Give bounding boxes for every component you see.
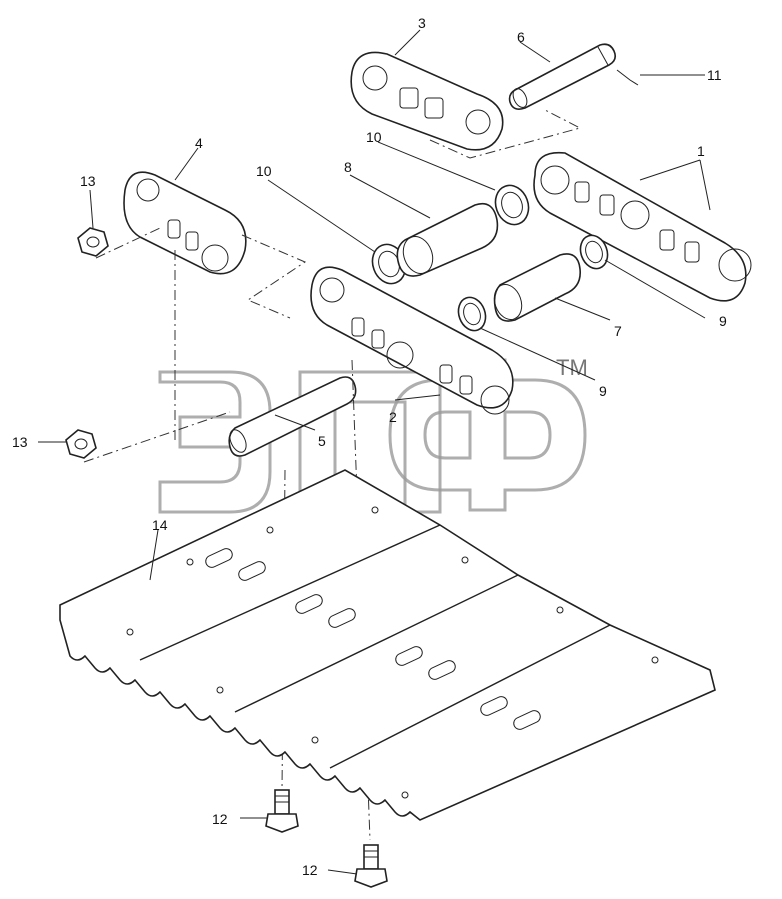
assembly-guide-dash (429, 109, 582, 159)
callout-12-right: 12 (302, 862, 318, 878)
pin-part-6 (508, 43, 616, 110)
nut-part-13-upper (77, 227, 109, 257)
seal-part-10-upper (494, 184, 530, 226)
leader-lines (38, 29, 711, 875)
callout-7: 7 (614, 323, 622, 339)
callout-8: 8 (344, 159, 352, 175)
callout-3: 3 (418, 15, 426, 31)
axis-nut-upper (95, 227, 161, 259)
link-part-4 (123, 171, 247, 275)
pin-part-5 (228, 376, 357, 457)
track-shoe-part-14 (59, 469, 716, 821)
nut-part-13-lower (65, 429, 97, 459)
callout-12-left: 12 (212, 811, 228, 827)
bushing-part-8 (396, 202, 499, 277)
callout-11: 11 (707, 67, 722, 83)
assembly-guide-dash-left (241, 234, 307, 319)
bushing-part-7 (493, 253, 582, 322)
callout-13-upper: 13 (80, 173, 96, 189)
callout-10-lower: 10 (256, 163, 272, 179)
callout-13-lower: 13 (12, 434, 28, 450)
link-part-2 (310, 266, 514, 415)
link-part-1 (533, 151, 752, 302)
callout-10-upper: 10 (366, 129, 382, 145)
callout-4: 4 (195, 135, 203, 151)
axis-nut-lower (83, 411, 231, 463)
callout-5: 5 (318, 433, 326, 449)
cotter-pin-part-11 (616, 69, 639, 86)
ring-part-9-left (457, 296, 487, 332)
callout-6: 6 (517, 29, 525, 45)
callout-14: 14 (152, 517, 168, 533)
ring-part-9-right (579, 234, 609, 270)
bolt-part-12-left (265, 789, 299, 833)
link-part-3 (350, 51, 504, 151)
callout-1: 1 (697, 143, 705, 159)
callout-9-right: 9 (719, 313, 727, 329)
trademark-text: TM (556, 355, 588, 380)
callout-9-left: 9 (599, 383, 607, 399)
bolt-part-12-right (354, 844, 388, 888)
callout-labels: 1 2 3 4 5 6 7 8 9 9 10 10 11 12 12 13 13… (12, 15, 727, 878)
callout-2: 2 (389, 409, 397, 425)
